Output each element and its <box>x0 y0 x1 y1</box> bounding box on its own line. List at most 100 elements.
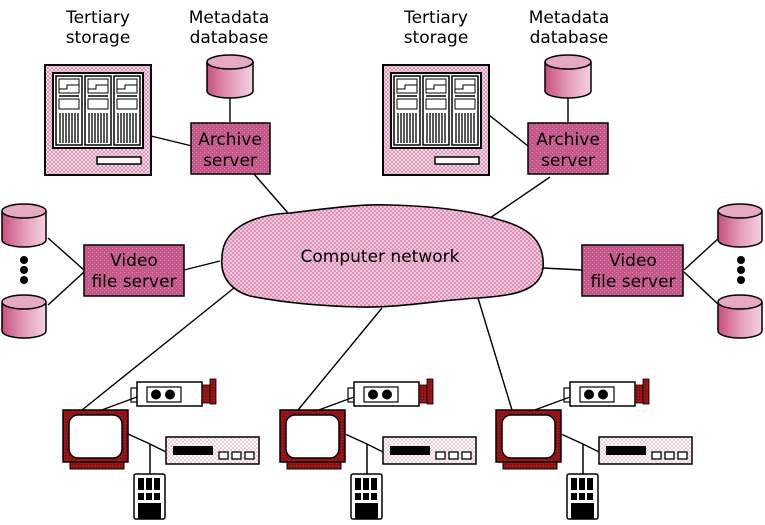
cylinder-top <box>206 54 254 70</box>
client-station-3 <box>495 378 693 520</box>
cylinder-body <box>717 211 763 248</box>
tape-slot-notch <box>88 84 108 90</box>
tertiary-storage-label-line2: storage <box>404 28 469 48</box>
tv-screen <box>285 414 340 459</box>
video-file-server-node: Video file server <box>83 244 185 297</box>
button <box>435 451 446 460</box>
metadata-database-icon <box>206 54 254 99</box>
tape-slot <box>58 98 80 110</box>
video-server-label-line1: Video <box>110 251 158 271</box>
tape-slot-notch <box>426 84 446 90</box>
remote-keypad <box>571 503 594 519</box>
button <box>231 451 242 460</box>
metadata-database-label-line2: database <box>530 28 609 48</box>
television-icon <box>62 409 129 470</box>
tape-slot <box>87 98 109 110</box>
metadata-database-label-line2: database <box>190 28 269 48</box>
camera-reel <box>165 389 175 400</box>
cylinder-top <box>1 203 47 219</box>
link-disk2-video1 <box>47 271 85 306</box>
remote-key <box>571 478 577 490</box>
remote-control-icon <box>350 473 383 520</box>
client-station-1 <box>62 378 260 520</box>
tape-slot <box>116 78 138 94</box>
remote-key <box>371 493 377 500</box>
link-network-client1 <box>81 287 235 411</box>
display-panel <box>390 446 430 455</box>
camera-viewfinder <box>426 378 434 405</box>
link-video1-network <box>183 260 221 271</box>
button <box>461 451 472 460</box>
metadata-database-label-line1: Metadata <box>189 8 270 28</box>
remote-key <box>363 478 369 490</box>
tertiary-storage-icon <box>382 64 490 176</box>
cylinder-top <box>717 203 763 219</box>
remote-key <box>587 478 593 490</box>
remote-key <box>371 478 377 490</box>
video-server-left-group: Video file server <box>1 203 185 339</box>
remote-key <box>138 493 144 500</box>
cable <box>315 396 355 412</box>
remote-key <box>146 478 152 490</box>
camera-viewfinder <box>642 378 650 405</box>
link-network-client3 <box>477 297 513 411</box>
archive-server-label-line1: Archive <box>198 130 262 150</box>
camera-reel <box>584 389 594 400</box>
remote-key <box>571 493 577 500</box>
camera-back <box>418 384 428 404</box>
remote-key <box>154 478 160 490</box>
remote-keypad <box>355 503 378 519</box>
cylinder-top <box>717 294 763 310</box>
connections <box>47 92 721 411</box>
cylinder-body <box>1 211 47 248</box>
link-archive1-network <box>253 173 289 214</box>
tape-slot-notch <box>117 84 137 90</box>
tv-screen <box>501 414 556 459</box>
cable <box>560 433 600 453</box>
tertiary-storage-icon <box>44 64 152 176</box>
video-server-right-group: Video file server <box>581 203 763 339</box>
cable <box>127 433 167 453</box>
archive-server-node: Archive server <box>190 122 271 175</box>
disk-icon <box>1 203 47 248</box>
link-archive2-network <box>489 176 551 219</box>
remote-key <box>363 493 369 500</box>
cylinder-body <box>717 302 763 339</box>
cylinder-body <box>206 62 254 99</box>
video-server-label-line2: file server <box>91 272 176 292</box>
link-disk1-video1 <box>47 237 85 271</box>
cable <box>344 433 384 453</box>
camera-reel <box>368 389 378 400</box>
remote-key <box>579 478 585 490</box>
tape-slot <box>454 98 476 110</box>
remote-key <box>355 478 361 490</box>
set-top-box-icon <box>382 436 477 465</box>
tertiary-storage-label-line2: storage <box>66 28 131 48</box>
video-camera-icon <box>347 378 434 407</box>
camera-lens-ring <box>563 387 571 403</box>
remote-key <box>154 493 160 500</box>
remote-key <box>146 493 152 500</box>
ellipsis-dots-icon <box>737 256 745 284</box>
link-video2-disk1 <box>683 236 721 271</box>
control-slot <box>434 156 480 165</box>
ellipsis-dots-icon <box>20 256 28 284</box>
archive-group-1: Tertiary storage Metadata database Archi… <box>44 8 271 176</box>
cylinder-body <box>1 302 47 339</box>
tape-slot <box>425 98 447 110</box>
button <box>664 451 675 460</box>
remote-key <box>579 493 585 500</box>
link-network-client2 <box>297 307 383 411</box>
tape-slot-notch <box>59 84 79 90</box>
tape-slot <box>396 98 418 110</box>
drive-bay <box>451 75 479 146</box>
camera-reel <box>598 389 608 400</box>
remote-key <box>355 493 361 500</box>
camera-viewfinder <box>209 378 217 405</box>
link-tertiary1-archive1 <box>150 135 193 147</box>
metadata-database-label-line1: Metadata <box>529 8 610 28</box>
computer-network-cloud: Computer network <box>221 204 544 308</box>
remote-control-icon <box>566 473 599 520</box>
